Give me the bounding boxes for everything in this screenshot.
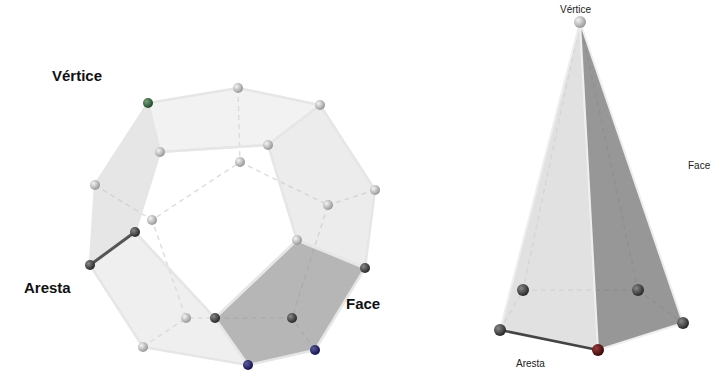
- vertex-label: Vértice: [560, 4, 591, 15]
- face-label: Face: [346, 296, 380, 313]
- edge-label: Aresta: [516, 358, 545, 369]
- dodecahedron: [85, 83, 380, 370]
- face-label: Face: [688, 160, 710, 171]
- vertex-label: Vértice: [52, 68, 102, 85]
- edge-label: Aresta: [24, 280, 71, 297]
- pyramid: [494, 16, 689, 356]
- edge-highlight: [90, 232, 135, 265]
